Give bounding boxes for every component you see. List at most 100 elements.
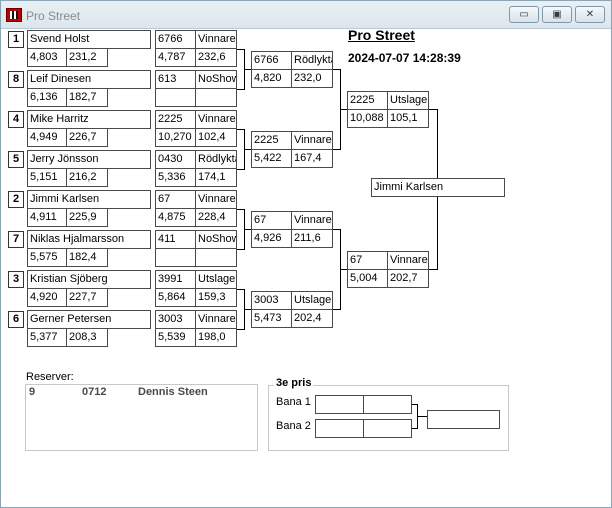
racer-name[interactable]: Svend Holst <box>27 30 151 49</box>
reserves-label: Reserver: <box>24 371 76 383</box>
app-icon <box>6 8 22 22</box>
connector <box>412 428 418 429</box>
race-result: Vinnare <box>195 110 237 129</box>
connector <box>340 109 347 110</box>
connector <box>244 309 251 310</box>
reserve-num: 9 <box>29 386 36 398</box>
race-result: NoShow <box>195 70 237 89</box>
race-number[interactable]: 411 <box>155 230 196 249</box>
r3-race-result: Vinnare <box>387 251 429 270</box>
r3-race-number[interactable]: 67 <box>347 251 388 270</box>
race-number[interactable]: 613 <box>155 70 196 89</box>
seed-number: 2 <box>8 191 24 208</box>
reaction-time-r1: 4,787 <box>155 48 196 67</box>
racer-name[interactable]: Jerry Jönsson <box>27 150 151 169</box>
racer-name[interactable]: Leif Dinesen <box>27 70 151 89</box>
reaction-time-r1: 4,875 <box>155 208 196 227</box>
seed-number: 8 <box>8 71 24 88</box>
r2-speed: 211,6 <box>291 229 333 248</box>
third-prize-winner[interactable] <box>427 410 500 429</box>
reaction-time-r1: 5,539 <box>155 328 196 347</box>
connector <box>237 169 245 170</box>
r2-race-number[interactable]: 6766 <box>251 51 292 70</box>
r2-reaction-time: 5,473 <box>251 309 292 328</box>
speed-r1: 102,4 <box>195 128 237 147</box>
third-prize-lane2-result[interactable] <box>363 419 412 438</box>
speed-r1: 174,1 <box>195 168 237 187</box>
third-prize-lane1-time[interactable] <box>315 395 364 414</box>
race-number[interactable]: 0430 <box>155 150 196 169</box>
connector <box>237 289 245 290</box>
racer-name[interactable]: Mike Harritz <box>27 110 151 129</box>
r2-race-number[interactable]: 2225 <box>251 131 292 150</box>
connector <box>333 149 341 150</box>
winner-name[interactable]: Jimmi Karlsen <box>371 178 505 197</box>
connector <box>237 329 245 330</box>
third-prize-lane1-result[interactable] <box>363 395 412 414</box>
race-result: Rödlykta <box>195 150 237 169</box>
connector <box>429 109 438 110</box>
racer-name[interactable]: Niklas Hjalmarsson <box>27 230 151 249</box>
speed: 231,2 <box>66 48 108 67</box>
reaction-time: 5,377 <box>27 328 67 347</box>
reserve-number: 0712 <box>82 386 107 398</box>
r2-speed: 232,0 <box>291 69 333 88</box>
third-prize-lane2-time[interactable] <box>315 419 364 438</box>
speed-r1: 232,6 <box>195 48 237 67</box>
racer-name[interactable]: Jimmi Karlsen <box>27 190 151 209</box>
seed-number: 4 <box>8 111 24 128</box>
r2-reaction-time: 4,820 <box>251 69 292 88</box>
lane2-label: Bana 2 <box>276 420 311 432</box>
connector <box>237 129 245 130</box>
race-number[interactable]: 2225 <box>155 110 196 129</box>
reaction-time: 5,575 <box>27 248 67 267</box>
race-number[interactable]: 3003 <box>155 310 196 329</box>
seed-number: 3 <box>8 271 24 288</box>
seed-number: 7 <box>8 231 24 248</box>
third-prize-label: 3e pris <box>274 377 314 389</box>
reaction-time: 4,911 <box>27 208 67 227</box>
minimize-button[interactable]: ▭ <box>509 6 539 23</box>
r3-reaction-time: 5,004 <box>347 269 388 288</box>
race-result: Vinnare <box>195 310 237 329</box>
title-bar[interactable]: Pro Street ▭ ▣ ✕ <box>1 1 611 29</box>
reaction-time-r1 <box>155 248 196 267</box>
speed-r1: 159,3 <box>195 288 237 307</box>
r2-speed: 167,4 <box>291 149 333 168</box>
speed: 216,2 <box>66 168 108 187</box>
speed: 208,3 <box>66 328 108 347</box>
race-number[interactable]: 3991 <box>155 270 196 289</box>
seed-number: 6 <box>8 311 24 328</box>
connector <box>244 69 251 70</box>
close-button[interactable]: ✕ <box>575 6 605 23</box>
reaction-time: 5,151 <box>27 168 67 187</box>
r2-speed: 202,4 <box>291 309 333 328</box>
speed-r1: 228,4 <box>195 208 237 227</box>
speed: 225,9 <box>66 208 108 227</box>
seed-number: 5 <box>8 151 24 168</box>
reaction-time-r1: 5,336 <box>155 168 196 187</box>
race-number[interactable]: 6766 <box>155 30 196 49</box>
speed: 182,4 <box>66 248 108 267</box>
race-number[interactable]: 67 <box>155 190 196 209</box>
race-result: Utslagen <box>195 270 237 289</box>
connector <box>417 416 427 417</box>
maximize-button[interactable]: ▣ <box>542 6 572 23</box>
r3-speed: 105,1 <box>387 109 429 128</box>
r2-race-number[interactable]: 3003 <box>251 291 292 310</box>
r2-race-number[interactable]: 67 <box>251 211 292 230</box>
r3-race-number[interactable]: 2225 <box>347 91 388 110</box>
event-title: Pro Street <box>348 27 415 43</box>
speed: 226,7 <box>66 128 108 147</box>
r2-reaction-time: 5,422 <box>251 149 292 168</box>
racer-name[interactable]: Kristian Sjöberg <box>27 270 151 289</box>
r3-reaction-time: 10,088 <box>347 109 388 128</box>
racer-name[interactable]: Gerner Petersen <box>27 310 151 329</box>
reserve-name: Dennis Steen <box>138 386 208 398</box>
seed-number: 1 <box>8 31 24 48</box>
speed-r1 <box>195 248 237 267</box>
connector <box>333 69 341 70</box>
event-datetime: 2024-07-07 14:28:39 <box>348 51 461 65</box>
connector <box>244 149 251 150</box>
reaction-time: 4,920 <box>27 288 67 307</box>
